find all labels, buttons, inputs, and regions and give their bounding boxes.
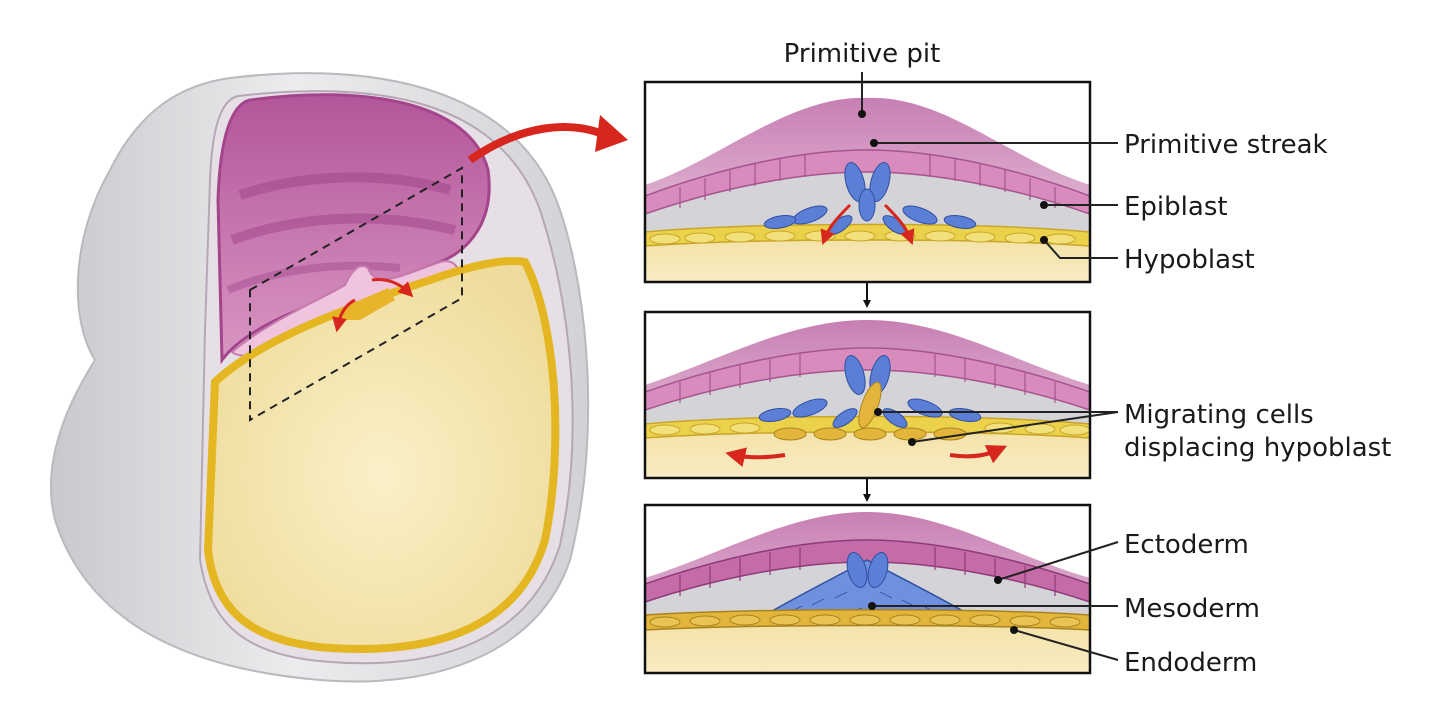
label-migrating-line1: Migrating cells: [1124, 400, 1314, 430]
label-endoderm: Endoderm: [1124, 648, 1257, 678]
label-migrating-line2: displacing hypoblast: [1124, 433, 1391, 463]
panel-primitive-streak: [643, 80, 1092, 284]
zoom-arrow: [467, 123, 607, 164]
label-hypoblast: Hypoblast: [1124, 245, 1255, 275]
panel-germ-layers: [643, 503, 1092, 675]
label-primitive-streak: Primitive streak: [1124, 130, 1328, 160]
selection-box: [249, 166, 463, 422]
label-mesoderm: Mesoderm: [1124, 594, 1260, 624]
panel-migration: [643, 310, 1092, 480]
labels: Primitive pit Primitive streak Epiblast …: [784, 39, 1392, 678]
label-ectoderm: Ectoderm: [1124, 530, 1249, 560]
embryo-cutaway: [50, 72, 590, 683]
label-epiblast: Epiblast: [1124, 192, 1228, 222]
amniotic-cavity: [216, 93, 491, 365]
label-primitive-pit: Primitive pit: [784, 39, 941, 69]
